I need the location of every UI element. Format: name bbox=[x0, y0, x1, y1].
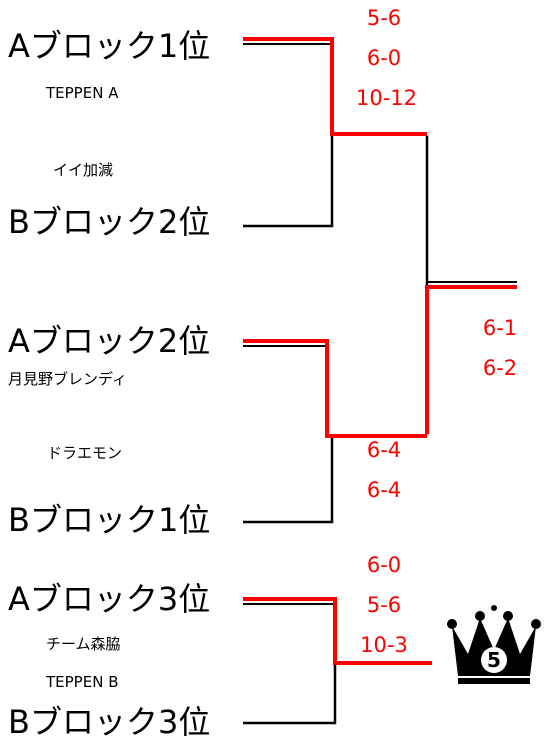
score-match1-set1: 5-6 bbox=[366, 6, 402, 30]
seed-a3-label: Aブロック3位 bbox=[8, 580, 211, 618]
team-tsukimino: 月見野ブレンディ bbox=[8, 370, 127, 388]
team-teppen-a: TEPPEN A bbox=[46, 84, 119, 102]
team-doraemon: ドラエモン bbox=[47, 444, 123, 462]
final-winner-path bbox=[425, 285, 517, 434]
crown-number: 5 bbox=[487, 648, 501, 672]
score-final-set1: 6-1 bbox=[482, 316, 518, 340]
seed-b1-label: Bブロック1位 bbox=[8, 501, 211, 539]
b3-loser-path bbox=[243, 665, 337, 725]
a3-winner-path bbox=[243, 597, 432, 665]
score-final-set2: 6-2 bbox=[482, 356, 518, 380]
score-match3-set3: 10-3 bbox=[360, 633, 408, 657]
seed-a2-label: Aブロック2位 bbox=[8, 322, 211, 360]
b1-loser-path bbox=[243, 438, 334, 524]
b2-loser-path bbox=[243, 136, 334, 228]
seed-a1-label: Aブロック1位 bbox=[8, 27, 211, 65]
score-match1-set3: 10-12 bbox=[356, 86, 418, 110]
score-match1-set2: 6-0 bbox=[366, 46, 402, 70]
seed-b3-label: Bブロック3位 bbox=[8, 703, 211, 741]
a1-winner-path bbox=[243, 37, 427, 136]
team-teppen-b: TEPPEN B bbox=[46, 673, 119, 691]
a2-winner-path bbox=[243, 339, 427, 438]
crown-icon: 5 bbox=[446, 604, 542, 692]
score-match2-set1: 6-4 bbox=[366, 438, 402, 462]
score-match3-set1: 6-0 bbox=[366, 553, 402, 577]
score-match3-set2: 5-6 bbox=[366, 593, 402, 617]
seed-b2-label: Bブロック2位 bbox=[8, 203, 211, 241]
team-ii-kagen: イイ加減 bbox=[53, 161, 114, 179]
team-moriwaki: チーム森脇 bbox=[46, 635, 121, 653]
score-match2-set2: 6-4 bbox=[366, 478, 402, 502]
